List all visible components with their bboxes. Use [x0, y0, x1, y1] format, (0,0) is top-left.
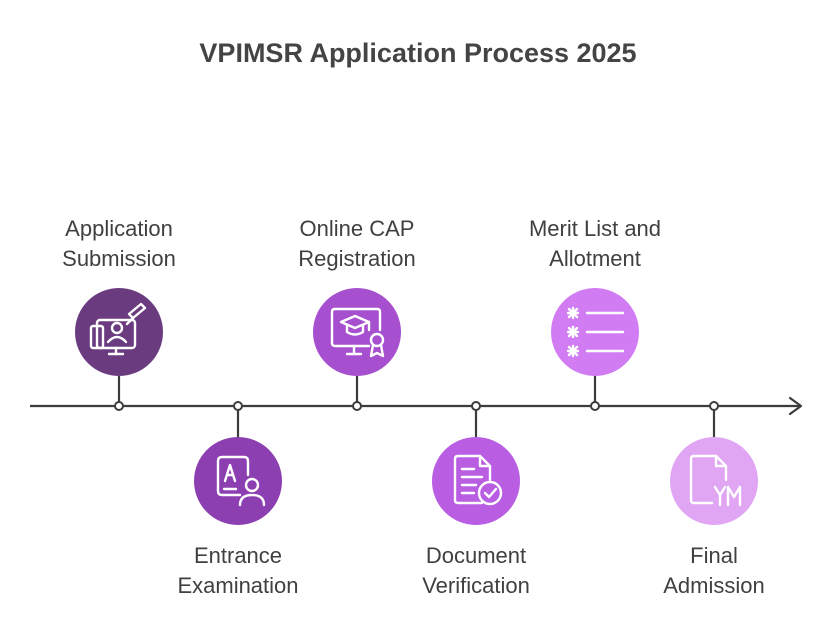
timeline-node: [709, 401, 719, 411]
step-label-line: Submission: [62, 246, 176, 271]
timeline-node: [352, 401, 362, 411]
step-label-line: Merit List and: [528, 216, 662, 241]
step-label-line: Online CAP: [299, 216, 415, 241]
step-label-entrance-examination: Entrance Examination: [143, 541, 333, 601]
step-label-merit-list-allotment: Merit List and Allotment: [500, 214, 690, 274]
ranked-list-icon: [566, 306, 625, 358]
online-application-icon: [89, 302, 147, 356]
step-label-document-verification: Document Verification: [381, 541, 571, 601]
graduation-certificate-icon: [330, 307, 385, 358]
timeline-node: [233, 401, 243, 411]
timeline-node: [114, 401, 124, 411]
step-label-line: Allotment: [549, 246, 641, 271]
timeline-arrowhead: [788, 396, 803, 416]
step-label-line: Entrance: [193, 543, 283, 568]
step-label-line: Registration: [298, 246, 416, 271]
step-circle-online-cap-registration: [313, 288, 401, 376]
document-check-icon: [453, 454, 503, 506]
step-label-line: Application: [65, 216, 173, 241]
step-label-line: Admission: [663, 573, 765, 598]
step-circle-merit-list-allotment: [551, 288, 639, 376]
step-circle-application-submission: [75, 288, 163, 376]
step-circle-final-admission: [670, 437, 758, 525]
step-label-line: Final: [690, 543, 738, 568]
timeline-node: [471, 401, 481, 411]
timeline-node: [590, 401, 600, 411]
step-label-line: Examination: [177, 573, 299, 598]
admission-document-icon: [689, 454, 742, 507]
step-label-application-submission: Application Submission: [24, 214, 214, 274]
step-circle-entrance-examination: [194, 437, 282, 525]
step-label-online-cap-registration: Online CAP Registration: [262, 214, 452, 274]
page-title: VPIMSR Application Process 2025: [199, 38, 637, 68]
step-label-line: Document: [425, 543, 527, 568]
exam-candidate-icon: [216, 455, 266, 507]
step-label-final-admission: Final Admission: [619, 541, 809, 601]
step-label-line: Verification: [422, 573, 530, 598]
step-circle-document-verification: [432, 437, 520, 525]
